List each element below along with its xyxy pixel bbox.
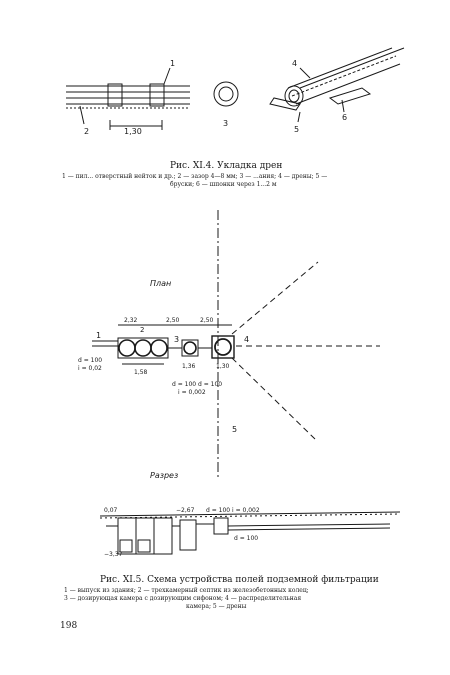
figure-section: Разрез 0,07 −2,67 d = 100 i = 0,002 −3,3… [99, 471, 401, 558]
figure2-legend-line3: камера; 5 — дрены [186, 603, 247, 610]
dim-dosing: 1,36 [182, 363, 196, 370]
dim-distribution: 1,30 [216, 363, 230, 370]
label-3: 3 [223, 119, 228, 128]
section-pipe-slope: i = 0,002 [232, 507, 260, 514]
distribution-chamber [211, 335, 235, 359]
section-title: Разрез [150, 471, 178, 480]
plan-label-5: 5 [232, 425, 237, 434]
figure1-legend-line1: 1 — пил... отверстный нейток и др.; 2 — … [62, 173, 327, 180]
plan-label-1: 1 [96, 331, 101, 340]
label-5: 5 [294, 125, 299, 134]
figure2-legend-line1: 1 — выпуск из здания; 2 — трехкамерный с… [64, 587, 309, 594]
plan-label-2: 2 [140, 326, 144, 334]
figure1-legend-line2: бруски; 6 — шпонки через 1...2 м [170, 181, 277, 188]
level-ground: 0,07 [104, 507, 118, 514]
plan-label-4: 4 [244, 335, 249, 344]
drain-joint-sketch: 1 2 1,30 [66, 59, 190, 136]
label-1: 1 [170, 59, 175, 68]
dosing-chamber [181, 339, 199, 357]
page-number: 198 [60, 621, 77, 631]
plan-title: План [150, 279, 171, 288]
dim-septic: 2,32 [124, 317, 138, 324]
label-2: 2 [84, 127, 89, 136]
pipe-diameter-3: d = 100 [198, 381, 222, 388]
label-4: 4 [292, 59, 297, 68]
level-3-37: −3,37 [104, 551, 123, 558]
figure2-caption: Рис. XI.5. Схема устройства полей подзем… [100, 575, 379, 585]
dim-2-50-b: 2,50 [200, 317, 214, 324]
dim-2-50-a: 2,50 [166, 317, 180, 324]
figure-drain-laying: 1 2 1,30 3 4 5 6 Рис. XI.4. Укладка дрен… [62, 47, 405, 188]
figure2-legend-line2: 3 — дозирующая камера с дозирующим сифон… [64, 595, 301, 602]
drain-perspective-sketch: 4 5 6 [269, 47, 405, 134]
pipe-diameter-2: d = 100 [172, 381, 196, 388]
joint-dimension: 1,30 [124, 127, 142, 136]
inlet-diameter: d = 100 [78, 357, 102, 364]
inlet-slope: i = 0,02 [78, 365, 102, 372]
figure-plan: План 1 d = 100 i = 0,02 2 2,32 1,58 3 2,… [78, 210, 380, 478]
dim-septic-width: 1,58 [134, 369, 148, 376]
figure1-caption: Рис. XI.4. Укладка дрен [170, 161, 282, 171]
label-6: 6 [342, 113, 347, 122]
section-drain-diameter: d = 100 [234, 535, 258, 542]
level-2-67: −2,67 [176, 507, 195, 514]
drain-cross-section: 3 [213, 81, 239, 128]
plan-label-3: 3 [174, 335, 179, 344]
septic-tank-three-chamber [117, 337, 169, 359]
section-pipe-diameter: d = 100 [206, 507, 230, 514]
pipe-slope-2: i = 0,002 [178, 389, 206, 396]
